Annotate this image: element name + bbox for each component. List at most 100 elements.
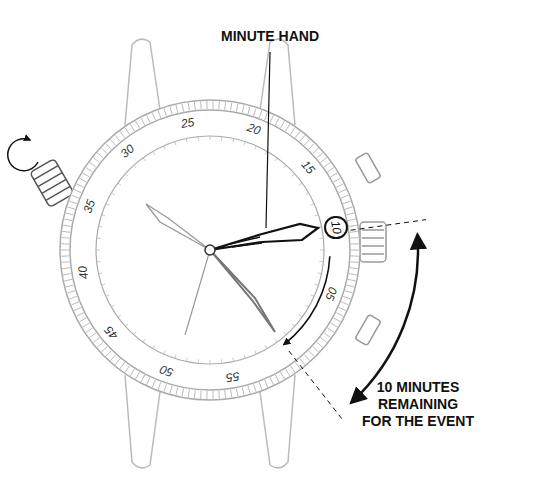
knurl-stroke <box>317 153 323 158</box>
minute-tick <box>284 332 287 335</box>
knurl-stroke <box>120 362 125 368</box>
knurl-stroke <box>212 101 213 109</box>
knurl-stroke <box>74 307 81 310</box>
knurl-stroke <box>61 243 69 244</box>
minute-tick <box>255 146 257 150</box>
knurl-stroke <box>194 102 196 110</box>
watch-hands <box>146 204 318 335</box>
bezel-knurling <box>61 101 359 399</box>
knurl-stroke <box>351 250 359 251</box>
knurl-stroke <box>206 101 207 109</box>
knurl-stroke <box>63 225 71 226</box>
knurl-stroke <box>334 318 341 322</box>
minute-tick <box>292 174 295 177</box>
minute-tick <box>175 355 176 359</box>
knurl-stroke <box>309 351 315 357</box>
knurl-stroke <box>317 342 323 347</box>
minute-tick <box>143 339 145 342</box>
knurl-stroke <box>343 296 351 299</box>
knurl-stroke <box>62 237 70 239</box>
knurl-stroke <box>158 110 161 117</box>
minute-tick <box>118 315 121 317</box>
minute-tick <box>186 138 188 142</box>
knurl-stroke <box>89 162 95 167</box>
knurl-stroke <box>164 384 166 392</box>
knurl-stroke <box>275 118 279 125</box>
knurl-stroke <box>218 101 220 109</box>
knurl-stroke <box>345 291 353 293</box>
minute-tick <box>134 165 137 168</box>
knurl-stroke <box>101 347 107 352</box>
knurl-stroke <box>242 105 244 113</box>
minute-tick <box>310 295 314 297</box>
knurl-stroke <box>345 207 353 209</box>
bezel-outer <box>60 100 360 400</box>
callout-text: 10 MINUTES REMAINING FOR THE EVENT <box>362 379 474 430</box>
knurl-stroke <box>324 333 330 338</box>
knurl-stroke <box>313 347 319 352</box>
minute-tick <box>265 345 267 348</box>
knurl-stroke <box>120 131 125 137</box>
knurl-stroke <box>66 213 74 215</box>
knurl-stroke <box>110 139 115 145</box>
knurl-stroke <box>254 384 256 392</box>
knurl-stroke <box>304 355 309 361</box>
minute-tick <box>315 215 319 216</box>
knurl-stroke <box>304 139 309 145</box>
knurl-stroke <box>265 113 268 120</box>
minute-tick <box>210 360 211 364</box>
minute-tick <box>198 359 199 363</box>
knurl-stroke <box>331 173 338 177</box>
knurl-stroke <box>110 355 115 361</box>
knurl-stroke <box>141 375 145 382</box>
knurl-stroke <box>158 382 161 389</box>
knurl-stroke <box>136 121 140 128</box>
bezel-number: 55 <box>225 368 240 383</box>
knurl-stroke <box>170 106 172 114</box>
knurl-stroke <box>231 103 232 111</box>
minute-tick <box>310 204 314 206</box>
knurl-stroke <box>188 389 189 397</box>
knurl-stroke <box>231 389 232 397</box>
knurl-stroke <box>281 121 285 128</box>
leader-line <box>266 52 270 228</box>
knurl-stroke <box>200 391 202 399</box>
bezel-number: 10 <box>328 220 343 235</box>
knurl-stroke <box>89 333 95 338</box>
minute-tick <box>210 136 211 140</box>
minute-tick <box>125 174 128 177</box>
knurl-stroke <box>130 369 134 376</box>
knurl-stroke <box>97 153 103 158</box>
minute-tick <box>118 183 121 185</box>
knurl-stroke <box>324 162 330 167</box>
knurl-stroke <box>224 390 226 398</box>
knurl-stroke <box>236 389 237 397</box>
knurl-stroke <box>248 106 250 114</box>
minute-tick <box>319 261 323 262</box>
duration-arrow <box>352 235 418 402</box>
knurl-stroke <box>327 328 334 332</box>
knurl-stroke <box>259 382 262 389</box>
knurl-stroke <box>69 201 77 204</box>
knurl-stroke <box>67 291 75 293</box>
knurl-stroke <box>62 231 70 232</box>
minute-tick <box>106 204 110 206</box>
knurl-stroke <box>64 219 72 221</box>
knurl-stroke <box>79 318 86 322</box>
knurl-stroke <box>62 268 70 269</box>
knurl-stroke <box>300 135 305 141</box>
knurl-stroke <box>115 135 120 141</box>
knurl-stroke <box>339 307 346 310</box>
knurl-stroke <box>206 391 207 399</box>
minute-tick <box>96 250 100 251</box>
knurl-stroke <box>300 359 305 365</box>
knurl-stroke <box>351 237 359 239</box>
knurl-stroke <box>350 231 358 232</box>
left-crown <box>8 139 74 208</box>
knurl-stroke <box>242 387 244 395</box>
minute-track <box>96 136 324 364</box>
minute-tick <box>244 142 245 146</box>
guide-line <box>289 351 343 420</box>
knurl-stroke <box>106 351 112 357</box>
knurl-stroke <box>101 148 107 153</box>
